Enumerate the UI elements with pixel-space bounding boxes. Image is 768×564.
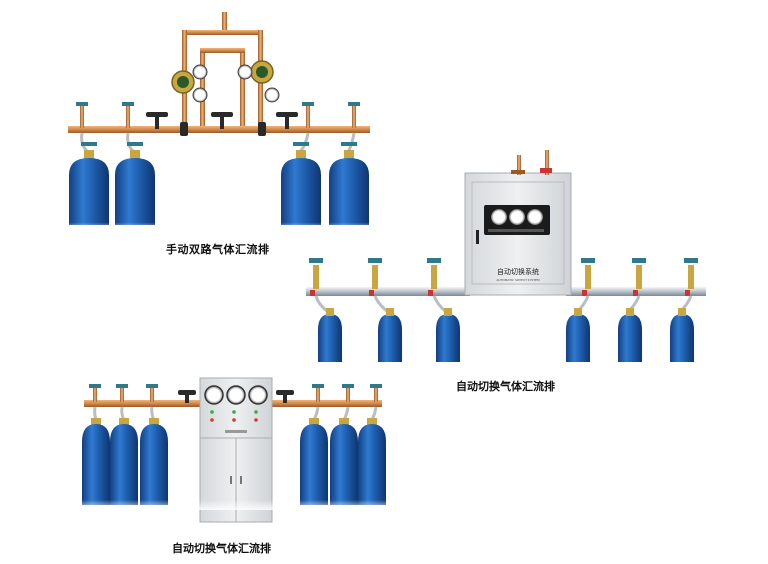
cylinders-top [60, 158, 380, 230]
regulator-left [171, 64, 208, 103]
caption-auto-switch-bottom: 自动切换气体汇流排 [172, 541, 271, 555]
auto-switch-manifold-bottom [78, 377, 390, 523]
valve-stems-top [76, 102, 360, 128]
caption-auto-switch-right: 自动切换气体汇流排 [456, 379, 555, 393]
valves-bottom [89, 384, 382, 402]
panel-sublabel: AUTOMATIC SWITCH SYSTEM [496, 278, 540, 282]
valves-right [309, 258, 698, 296]
manual-dual-manifold [60, 12, 380, 230]
auto-switch-manifold-right: 自动切换系统 AUTOMATIC SWITCH SYSTEM [306, 150, 706, 362]
regulator-right [237, 60, 280, 103]
panel-label: 自动切换系统 [497, 267, 539, 276]
caption-manual-dual: 手动双路气体汇流排 [166, 242, 270, 256]
cylinders-bottom [78, 418, 390, 510]
cylinders-right [318, 308, 694, 362]
